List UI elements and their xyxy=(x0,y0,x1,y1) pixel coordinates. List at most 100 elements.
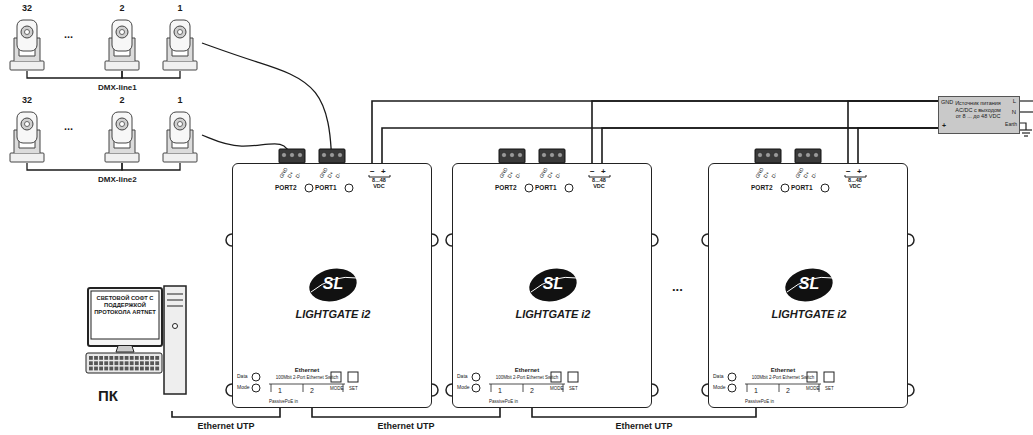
node-text: Mode xyxy=(237,385,250,391)
node-text: D- xyxy=(335,172,342,179)
node-text: SL xyxy=(531,275,575,293)
node-text: − xyxy=(370,167,375,176)
node-text: 100Mbit 2-Port Ethernet Switch xyxy=(735,375,831,380)
node-text: Источник питания AC/DC с выходом от 8 ..… xyxy=(953,100,1003,120)
node-text: SL xyxy=(787,275,831,293)
ethernet-cable xyxy=(312,408,500,417)
node-text: Data xyxy=(457,374,468,380)
moving-head-fixture: 32 xyxy=(5,3,49,71)
node-text: D+ xyxy=(547,171,555,179)
node-text: MODE xyxy=(330,386,344,391)
dmx-gateway: GNDD+D-PORT2GNDD+D-PORT1−+8...48 VDCSLLI… xyxy=(708,163,908,408)
fixture-lens xyxy=(21,26,33,38)
node-text: GND xyxy=(941,99,953,105)
tower-bays xyxy=(167,294,183,306)
fixture-lens xyxy=(116,118,128,130)
fixture-base xyxy=(10,61,44,70)
node-text: D- xyxy=(555,172,562,179)
logo-ellipse xyxy=(306,264,360,305)
node-text: PORT1 xyxy=(315,184,337,191)
port-led xyxy=(345,184,353,192)
node-text: Earth xyxy=(1005,122,1017,128)
moving-head-fixture: 2 xyxy=(100,95,144,163)
power-wire xyxy=(848,101,938,163)
dmx-gateway: GNDD+D-PORT2GNDD+D-PORT1−+8...48 VDCSLLI… xyxy=(452,163,652,408)
fixture-lens-inner xyxy=(178,30,183,35)
ellipsis-mark: ... xyxy=(64,120,73,133)
moving-head-fixture: 1 xyxy=(158,95,202,163)
monitor-stand xyxy=(116,346,134,352)
node-text: D+ xyxy=(763,171,771,179)
fixture-head xyxy=(112,112,132,143)
node-text: 8...48 VDC xyxy=(842,177,868,190)
node-text: + xyxy=(601,167,606,176)
status-led xyxy=(728,373,736,381)
node-text: Data xyxy=(713,374,724,380)
status-led xyxy=(252,373,260,381)
port-led xyxy=(525,184,533,192)
dmx-cable xyxy=(122,163,180,170)
node-text: D+ xyxy=(803,171,811,179)
power-wire xyxy=(372,101,938,163)
cable-label: Ethernet UTP xyxy=(375,421,436,431)
set-button xyxy=(824,372,834,382)
node-text: − xyxy=(846,167,851,176)
node-text: PORT1 xyxy=(535,184,557,191)
node-text: PORT2 xyxy=(751,184,773,191)
node-text: 2 xyxy=(530,387,534,395)
node-text: 8...48 VDC xyxy=(586,177,612,190)
fixture-lens xyxy=(21,118,33,130)
fixture-icon xyxy=(100,109,144,163)
keyboard xyxy=(86,353,162,373)
fixture-icon xyxy=(100,17,144,71)
node-text: 100Mbit 2-Port Ethernet Switch xyxy=(479,375,575,380)
node-text: 2 xyxy=(100,3,144,13)
status-led xyxy=(472,373,480,381)
ethernet-cable xyxy=(172,408,280,417)
node-text: PORT2 xyxy=(495,184,517,191)
node-text: + xyxy=(942,122,946,130)
node-text: 2 xyxy=(786,387,790,395)
fixture-lens xyxy=(174,26,186,38)
power-supply: GND + Источник питания AC/DC с выходом от … xyxy=(938,96,1020,134)
node-text: Mode xyxy=(457,385,470,391)
set-button xyxy=(568,372,578,382)
fixture-lens-inner xyxy=(120,122,125,127)
node-text: 8...48 VDC xyxy=(366,177,392,190)
fixture-lens-inner xyxy=(120,30,125,35)
power-button xyxy=(173,324,178,329)
node-text: D- xyxy=(811,172,818,179)
moving-head-fixture: 32 xyxy=(5,95,49,163)
node-text: 2 xyxy=(100,95,144,105)
status-led xyxy=(728,384,736,392)
node-text: 32 xyxy=(5,95,49,105)
node-text: L xyxy=(1013,98,1016,105)
cable-label: Ethernet UTP xyxy=(613,421,674,431)
dmx-gateway: GNDD+D-PORT2GNDD+D-PORT1−+8...48 VDCSLLI… xyxy=(232,163,432,408)
fixture-icon xyxy=(158,109,202,163)
node-text: 1 xyxy=(158,95,202,105)
fixture-base xyxy=(10,153,44,162)
fixture-base xyxy=(105,61,139,70)
node-text: Ethernet xyxy=(483,367,571,374)
node-text: SET xyxy=(569,386,578,391)
node-text: 1 xyxy=(754,387,758,395)
node-text: D- xyxy=(771,172,778,179)
node-text: Data xyxy=(237,374,248,380)
node-text: PORT1 xyxy=(791,184,813,191)
node-text: SET xyxy=(825,386,834,391)
fixture-head xyxy=(112,20,132,51)
node-text: D- xyxy=(515,172,522,179)
node-text: MODE xyxy=(806,386,820,391)
terminal-blocks xyxy=(279,149,821,163)
dmx-cable xyxy=(27,71,122,78)
terminal-screws xyxy=(282,153,819,158)
line-label: DMX-line1 xyxy=(98,83,137,92)
node-text: 1 xyxy=(158,3,202,13)
line-label: DMX-line2 xyxy=(98,175,137,184)
moving-head-fixture: 1 xyxy=(158,3,202,71)
port-led xyxy=(305,184,313,192)
fixture-lens-inner xyxy=(178,122,183,127)
cable-label: Ethernet UTP xyxy=(195,421,256,431)
